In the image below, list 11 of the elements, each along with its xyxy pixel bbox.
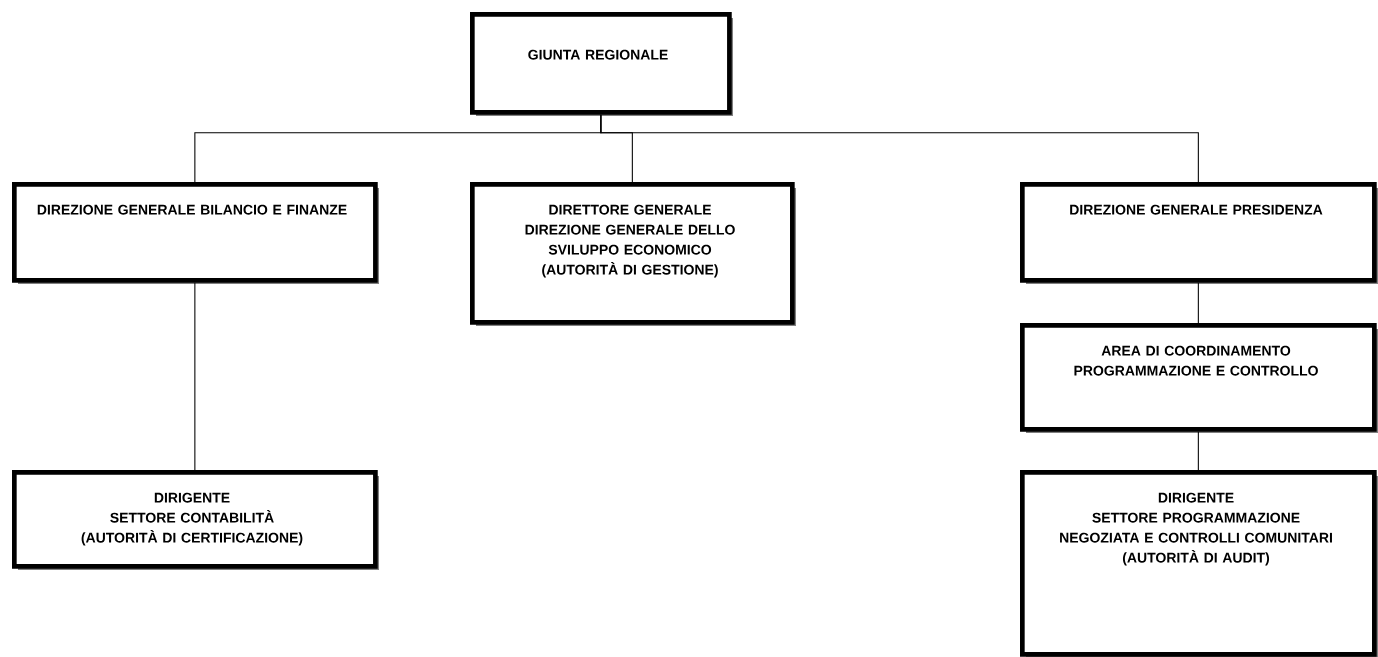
connector-line bbox=[600, 114, 1199, 183]
org-box: DIREZIONE GENERALE BILANCIO E FINANZE bbox=[12, 182, 379, 284]
org-box: DIRETTORE GENERALE DIREZIONE GENERALE DELLO SVILUPPO ECONOMICO (AUTORITÀ DI GESTIONE) bbox=[470, 182, 796, 326]
org-box: AREA DI COORDINAMENTO PROGRAMMAZIONE E CONTROLLO bbox=[1020, 323, 1378, 433]
connector-line bbox=[1197, 431, 1199, 471]
connector-line bbox=[1197, 282, 1199, 324]
connector-line bbox=[194, 282, 196, 471]
org-box: DIRIGENTE SETTORE CONTABILITÀ (AUTORITÀ DI CERTIFICAZIONE) bbox=[12, 470, 379, 570]
org-box: DIREZIONE GENERALE PRESIDENZA bbox=[1020, 182, 1378, 284]
org-box: DIRIGENTE SETTORE PROGRAMMAZIONE NEGOZIATA E CONTROLLI COMUNITARI (AUTORITÀ DI AUDIT) bbox=[1020, 470, 1378, 657]
org-box: GIUNTA REGIONALE bbox=[470, 12, 733, 116]
